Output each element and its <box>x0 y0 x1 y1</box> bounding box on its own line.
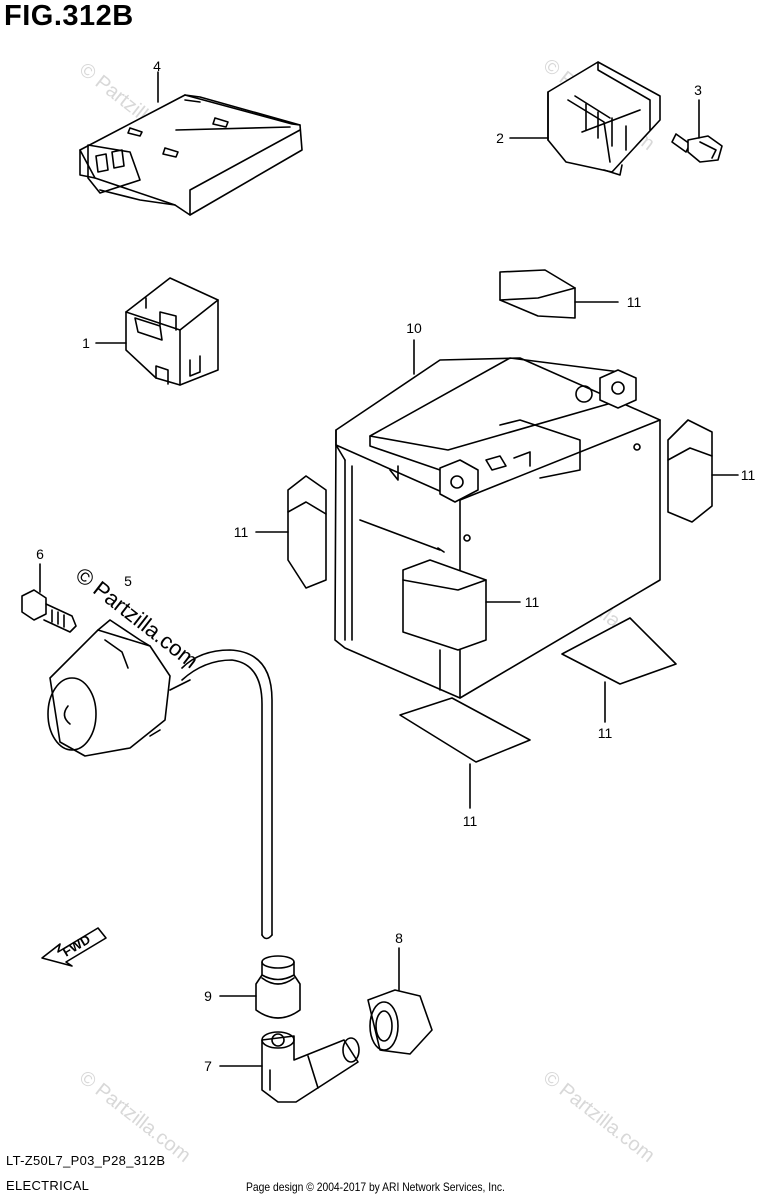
callout-7: 7 <box>204 1058 212 1074</box>
part-2-box <box>547 61 661 176</box>
callout-1: 1 <box>82 335 90 351</box>
figure-title: FIG.312B <box>4 0 134 32</box>
callout-11: 11 <box>524 594 540 610</box>
callout-3: 3 <box>694 82 702 98</box>
callout-11: 11 <box>233 524 249 540</box>
callout-11: 11 <box>740 467 756 483</box>
callout-11: 11 <box>597 725 613 741</box>
part-11-pad-right <box>667 419 713 523</box>
copyright-credit: Page design © 2004-2017 by ARI Network S… <box>246 1180 505 1194</box>
part-11-pad-front <box>402 559 487 651</box>
part-3-bolt <box>671 133 723 163</box>
callout-10: 10 <box>406 320 422 336</box>
section-name: ELECTRICAL <box>6 1178 90 1193</box>
part-1-relay <box>125 277 219 386</box>
callout-9: 9 <box>204 988 212 1004</box>
callout-4: 4 <box>153 58 161 74</box>
callout-8: 8 <box>395 930 403 946</box>
callout-11: 11 <box>626 294 642 310</box>
model-code: LT-Z50L7_P03_P28_312B <box>6 1153 166 1168</box>
watermark-text: © Partzilla.com <box>75 1067 195 1167</box>
part-11-pad-left <box>287 475 327 589</box>
part-4-module <box>79 94 303 216</box>
watermark-text: © Partzilla.com <box>539 1067 659 1167</box>
callout-5: 5 <box>124 573 132 589</box>
part-11-pad-top <box>499 269 576 319</box>
sensor-cable <box>181 649 273 936</box>
part-5-sensor <box>47 619 191 757</box>
callout-11: 11 <box>462 813 478 829</box>
cable-end <box>261 934 273 940</box>
part-9-grommet <box>255 955 301 1019</box>
fwd-arrow-icon: FWD <box>41 927 107 967</box>
part-8-cap <box>367 989 433 1055</box>
callout-6: 6 <box>36 546 44 562</box>
part-6-bolt <box>21 589 77 633</box>
callout-2: 2 <box>496 130 504 146</box>
sensor-cable-inner <box>181 659 263 936</box>
part-7-elbow <box>261 1031 360 1103</box>
part-11-pad-bottom-right <box>561 617 677 685</box>
part-11-pad-bottom <box>399 697 531 763</box>
